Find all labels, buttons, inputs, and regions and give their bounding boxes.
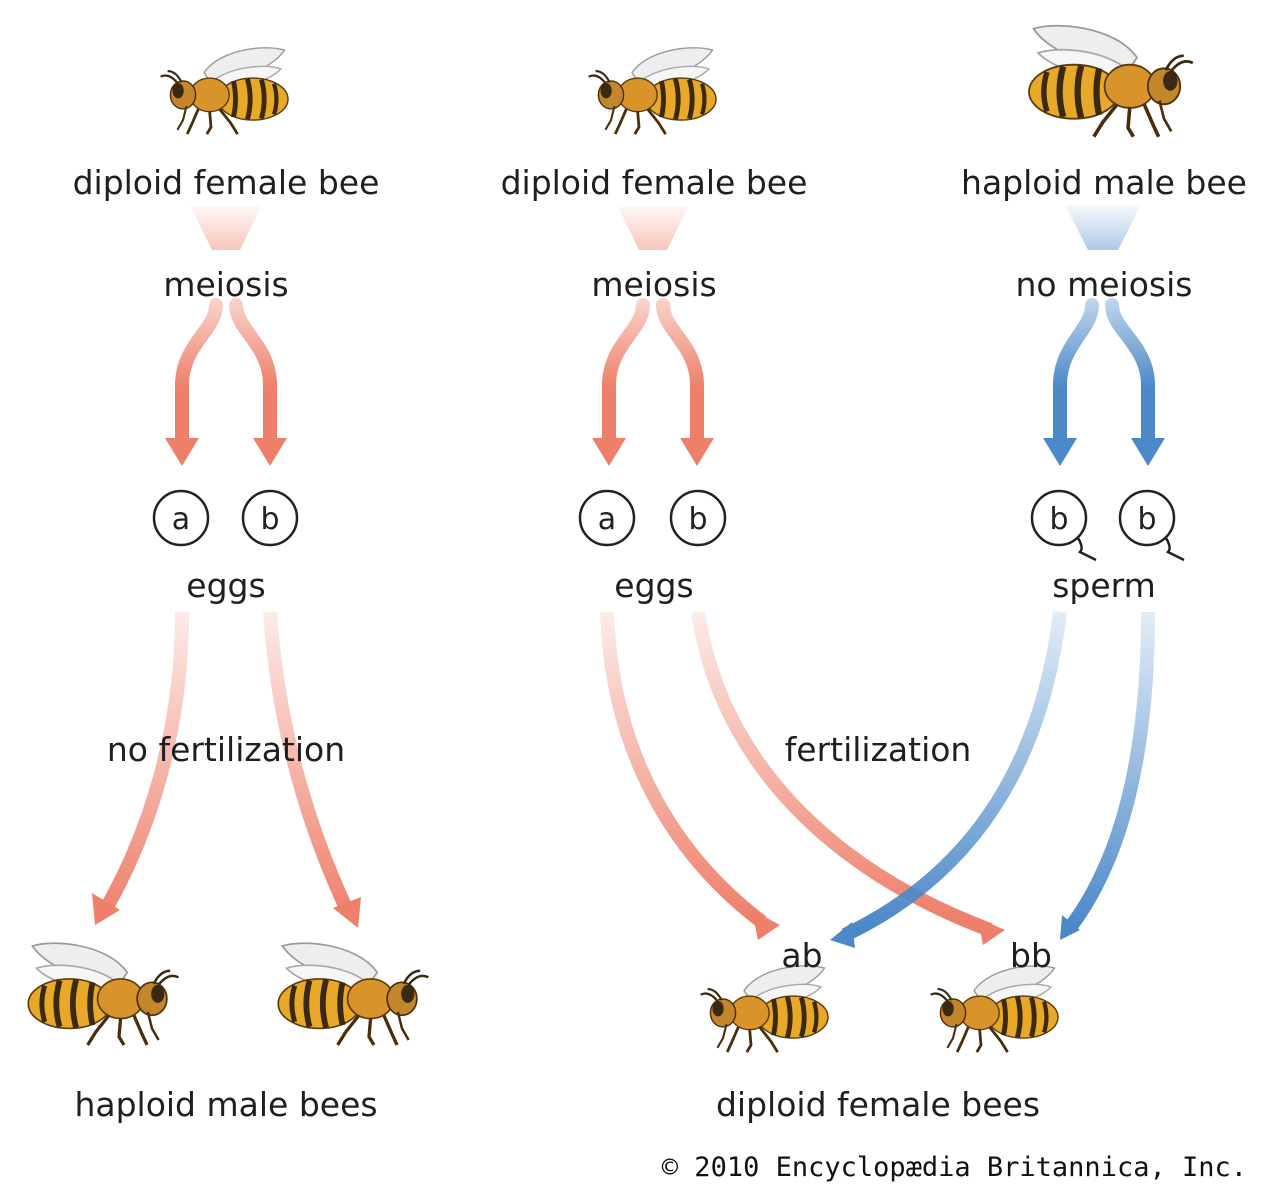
no-fertilization-label: no fertilization: [106, 730, 346, 769]
no-fertilization-arrows: [101, 611, 353, 911]
fertilization-sperm-arrows: [841, 611, 1155, 942]
left-eggs-label: eggs: [186, 566, 266, 605]
copyright-notice: © 2010 Encyclopædia Britannica, Inc.: [661, 1152, 1247, 1183]
middle-female-bee-image: [589, 48, 716, 134]
left-parent-stem: [190, 205, 262, 250]
right-sperm-1-letter: b: [1049, 502, 1068, 537]
right-sperm-2-tail: [1164, 537, 1185, 562]
middle-parent-label: diploid female bee: [500, 163, 808, 202]
genotype-bb-label: bb: [1010, 936, 1052, 975]
right-no-meiosis-fork: [1053, 298, 1155, 447]
right-male-bee-image: [1029, 26, 1193, 137]
left-egg-a-circle: [152, 489, 210, 547]
left-egg-b-circle: [241, 489, 299, 547]
right-sperm-1-tail: [1076, 537, 1097, 562]
middle-egg-b-letter: b: [688, 502, 707, 537]
right-sperm-1-circle: [1030, 489, 1088, 547]
no-fert-left-arrowhead: [92, 893, 120, 925]
haploid-male-bees-label: haploid male bees: [74, 1085, 378, 1124]
haploid-male-bee-1-image: [28, 943, 178, 1045]
genotype-ab-label: ab: [781, 936, 823, 975]
haploid-male-bee-2-image: [278, 943, 428, 1045]
left-female-bee-image: [161, 48, 288, 134]
right-parent-label: haploid male bee: [961, 163, 1247, 202]
egg-to-bb-arrowhead: [978, 918, 1005, 945]
no-fert-right-arrowhead: [333, 897, 361, 928]
middle-parent-stem: [617, 205, 689, 250]
right-sperm-1-arrowhead: [1043, 438, 1077, 466]
left-meiosis-fork: [175, 298, 277, 447]
right-sperm-2-arrowhead: [1131, 438, 1165, 466]
middle-egg-a-arrowhead: [592, 438, 626, 466]
middle-egg-a-letter: a: [598, 502, 616, 537]
middle-eggs-label: eggs: [614, 566, 694, 605]
middle-egg-b-arrowhead: [680, 438, 714, 466]
right-no-meiosis-label: no meiosis: [1015, 265, 1193, 304]
right-sperm-2-circle: [1118, 489, 1176, 547]
right-sperm-label: sperm: [1052, 566, 1156, 605]
diploid-female-bee-ab-image: [701, 966, 828, 1052]
fertilization-egg-arrows: [600, 610, 993, 937]
middle-egg-a-circle: [578, 489, 636, 547]
left-egg-a-arrowhead: [165, 438, 199, 466]
middle-meiosis-fork: [602, 298, 704, 447]
fertilization-label: fertilization: [784, 730, 972, 769]
left-egg-a-letter: a: [172, 502, 190, 537]
diploid-female-bee-bb-image: [931, 966, 1058, 1052]
left-parent-label: diploid female bee: [72, 163, 380, 202]
left-egg-b-letter: b: [260, 502, 279, 537]
middle-meiosis-label: meiosis: [591, 265, 717, 304]
right-parent-stem: [1065, 205, 1141, 250]
sperm-to-bb-arrowhead: [1060, 915, 1080, 940]
left-egg-b-arrowhead: [253, 438, 287, 466]
diploid-female-bees-label: diploid female bees: [715, 1085, 1041, 1124]
egg-to-ab-arrowhead: [752, 910, 780, 940]
left-meiosis-label: meiosis: [163, 265, 289, 304]
middle-egg-b-circle: [669, 489, 727, 547]
sperm-to-ab-arrowhead: [830, 922, 855, 948]
right-sperm-2-letter: b: [1137, 502, 1156, 537]
